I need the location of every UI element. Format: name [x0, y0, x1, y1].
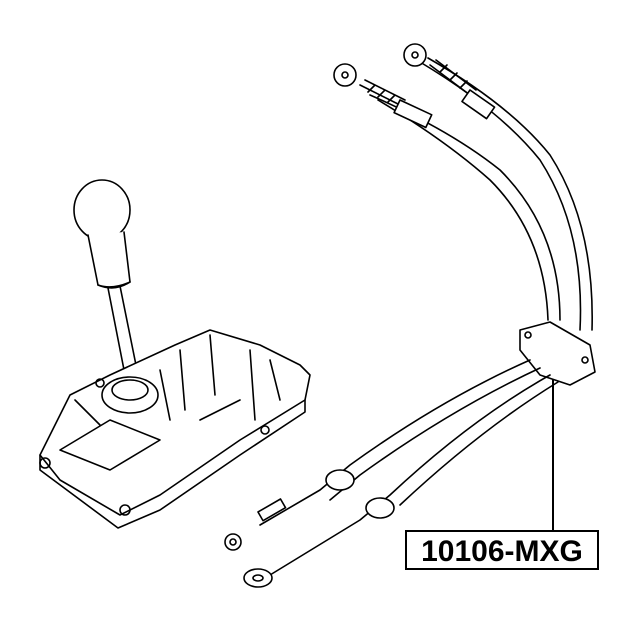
- shift-knob: [73, 179, 131, 289]
- shift-lever: [107, 285, 139, 376]
- lower-cables: [224, 359, 559, 588]
- cable-bracket: [519, 321, 596, 386]
- upper-cables: [333, 43, 593, 331]
- shifter-base-housing: [39, 329, 311, 529]
- part-number-label: 10106-MXG: [405, 530, 599, 570]
